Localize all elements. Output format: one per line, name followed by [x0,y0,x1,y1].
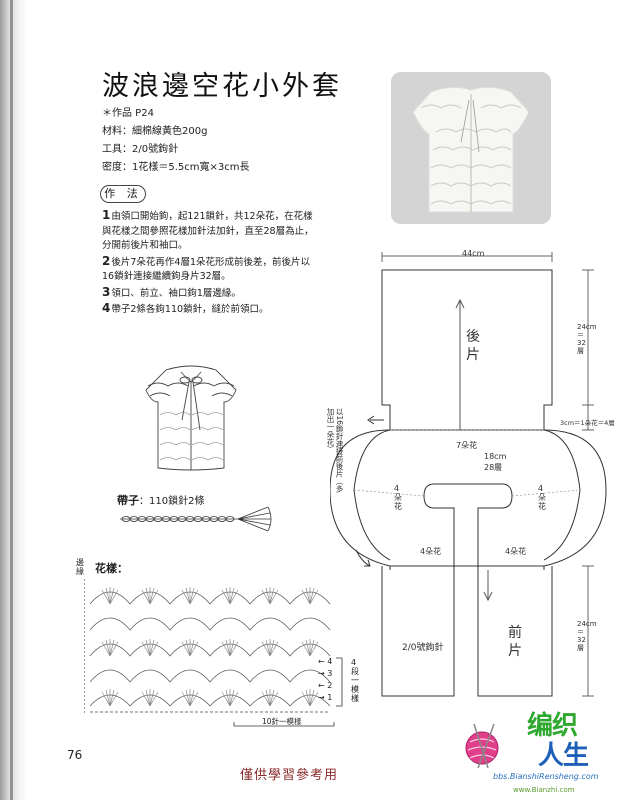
tie-label: 帶子：110鎖針2條 [117,492,204,508]
center-flowers: 7朵花 [456,441,478,450]
dim-diff: 3cm＝1朵花＝4層 [560,419,615,427]
back-piece-label: 後片 [466,329,480,363]
repeat-rows-label: 4段一模樣 [351,658,359,703]
front-left-label: 2/0號鉤針 [402,643,444,653]
spine-line [10,0,13,800]
step-number: 4 [102,301,111,315]
vest-sketch [136,360,246,479]
info-gauge: 密度：1花樣＝5.5cm寬×3cm長 [102,162,250,173]
tie-label-rest: ：110鎖針2條 [139,496,205,507]
footer-note: 僅供學習參考用 [240,768,339,783]
method-label: 作 法 [100,185,146,203]
center-cm: 18cm [484,452,507,461]
step-number: 2 [102,253,111,268]
motif-label: 花樣： [95,562,128,575]
step-number: 1 [102,208,111,222]
tie-label-bold: 帶子 [117,494,139,507]
book-spine [0,0,28,800]
row-arrow-2: ← 2 [318,681,333,690]
row-arrow-4: ← 4 [318,657,333,666]
dim-width-top: 44cm [462,249,485,258]
dim-front-height: 24cm＝32層 [577,620,597,652]
sleeve-right: 4朵花 [538,484,546,511]
info-work: ＊作品 P24 [102,108,154,119]
page-title: 波浪邊空花小外套 [102,71,342,102]
row-arrow-1: → 1 [318,693,333,702]
watermark-url: bbs.BianshiRensheng.com [493,772,599,781]
repeat-stitches-label: 10針一模樣 [262,717,302,726]
tie-chain-sketch [120,506,272,532]
logo-line2: 人生 [538,741,589,771]
bottom-right-flowers: 4朵花 [505,547,527,556]
row-arrow-3: → 3 [318,669,333,678]
side-note: 以16鎖針連接前後片（多加出一朵花） [326,408,344,493]
step-1: 1由領口開始鉤，起121鎖針，共12朵花，在花樣與花樣之間參照花樣加針法加針，直… [102,208,320,254]
step-4: 4帶子2條各鉤110鎖針，縫於前領口。 [102,301,320,318]
schematic-diagram [329,240,610,714]
step-text: 帶子2條各鉤110鎖針，縫於前領口。 [111,304,269,315]
bottom-left-flowers: 4朵花 [420,547,442,556]
instruction-steps: 1由領口開始鉤，起121鎖針，共12朵花，在花樣與花樣之間參照花樣加針法加針，直… [102,208,320,318]
watermark-logo [460,708,610,782]
row-arrows: ← 4 → 3 ← 2 → 1 [318,656,332,704]
edge-label: 邊緣 [76,558,84,576]
logo-line1: 编织 [527,711,578,741]
info-block: ＊作品 P24 材料：細棉線黃色200g 工具：2/0號鉤針 密度：1花樣＝5.… [102,105,250,177]
center-rows: 28層 [484,463,503,472]
crochet-chart [83,574,374,738]
step-text: 後片7朵花再作4層1朵花形成前後差，前後片以16鎖針連接繼續鉤身片32層。 [102,256,310,283]
dim-back-height: 24cm＝32層 [577,323,597,355]
front-piece-label: 前片 [508,625,522,659]
sleeve-left: 4朵花 [394,484,402,511]
info-material: 材料：細棉線黃色200g [102,126,208,137]
watermark-url2: www.Bianzhi.com [513,786,575,794]
step-number: 3 [102,284,111,299]
page-number: 76 [67,748,83,762]
step-3: 3領口、前立、袖口鉤1層邊緣。 [102,285,320,302]
garment-photo [391,72,551,224]
step-2: 2後片7朵花再作4層1朵花形成前後差，前後片以16鎖針連接繼續鉤身片32層。 [102,254,320,285]
step-text: 由領口開始鉤，起121鎖針，共12朵花，在花樣與花樣之間參照花樣加針法加針，直至… [102,211,314,251]
info-tool: 工具：2/0號鉤針 [102,144,179,155]
step-text: 領口、前立、袖口鉤1層邊緣。 [111,287,241,299]
